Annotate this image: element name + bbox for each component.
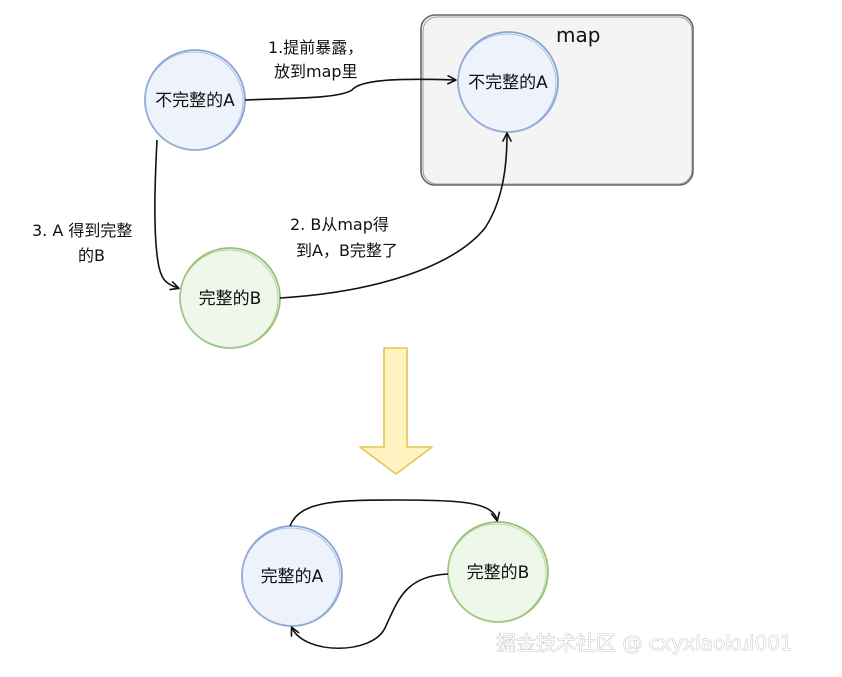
- edge-b-from-map-label-line2: 到A，B完整了: [296, 241, 398, 260]
- edge-b-from-map-label-line1: 2. B从map得: [290, 215, 389, 234]
- map-title: map: [556, 23, 600, 47]
- edge-expose-label-line1: 1.提前暴露，: [268, 38, 363, 57]
- node-complete-b-bottom-label: 完整的B: [467, 563, 530, 583]
- map-node-label: 不完整的A: [468, 73, 548, 93]
- edge-a-gets-b-label-line2: 的B: [78, 246, 105, 265]
- node-incomplete-a-circle-sketch: [144, 51, 244, 151]
- node-incomplete-a: 不完整的A: [144, 49, 246, 151]
- node-complete-b-label: 完整的B: [199, 289, 262, 309]
- map-box-sketch-stroke: [422, 16, 693, 185]
- node-complete-b-circle-sketch: [179, 249, 279, 349]
- node-complete-a-bottom-circle-sketch: [241, 527, 341, 627]
- edge-bottom-a-to-b: [289, 499, 501, 527]
- edge-b-from-map: [279, 132, 512, 299]
- edge-a-gets-b: [154, 139, 180, 291]
- edge-bottom-b-to-a: [290, 573, 449, 650]
- node-complete-b-bottom-circle-sketch: [447, 523, 547, 623]
- node-complete-a-bottom-label: 完整的A: [261, 567, 324, 587]
- node-complete-b: 完整的B: [179, 247, 281, 349]
- map-node-incomplete-a: 不完整的A: [457, 31, 559, 133]
- map-node-circle-sketch: [457, 33, 557, 133]
- watermark: 掘金技术社区 @ cxyxiaokui001: [496, 631, 793, 655]
- transition-down-arrow-icon: [359, 347, 433, 475]
- node-incomplete-a-label: 不完整的A: [155, 91, 235, 111]
- edge-expose-to-map: [244, 74, 457, 101]
- edge-expose-label-line2: 放到map里: [274, 62, 358, 81]
- node-complete-b-bottom: 完整的B: [447, 521, 549, 623]
- edge-a-gets-b-label-line1: 3. A 得到完整: [32, 221, 132, 240]
- node-complete-a-bottom: 完整的A: [241, 525, 343, 627]
